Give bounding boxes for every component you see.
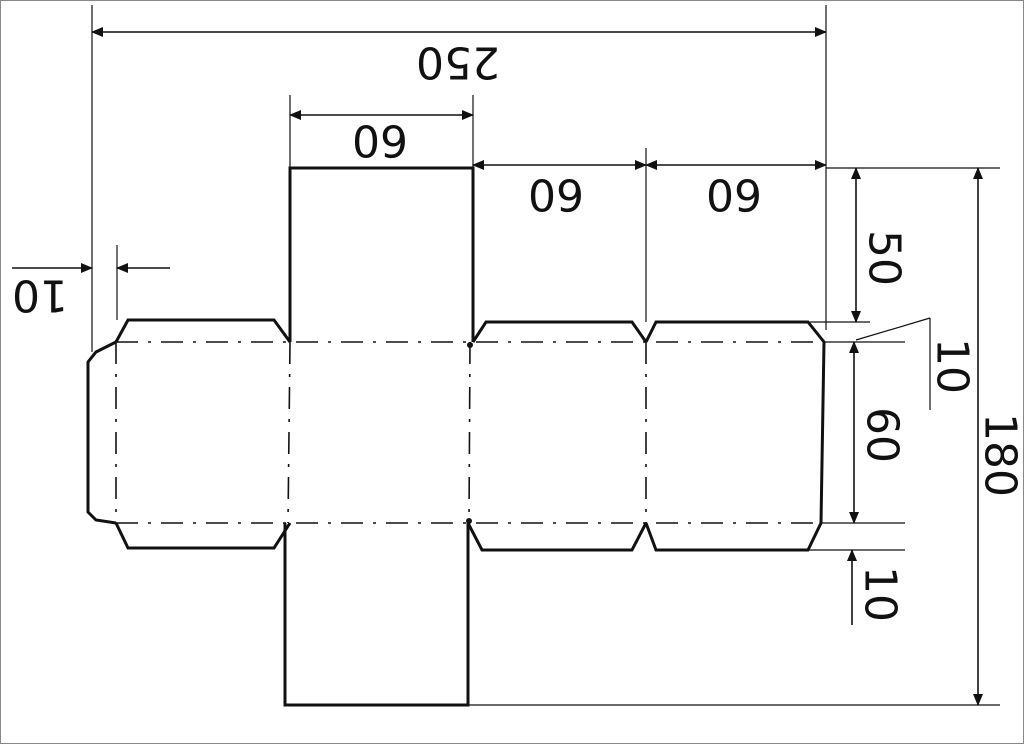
label-top-height: 50	[859, 230, 910, 286]
left-face-outline	[114, 318, 292, 550]
label-face-width-2: 60	[706, 169, 762, 220]
label-total-height: 180	[975, 413, 1024, 497]
dimension-labels: 250 60 60 60 10 50 10 60 10 180	[12, 37, 1024, 623]
label-tab-width: 10	[12, 270, 68, 321]
glue-tab	[86, 340, 117, 525]
bottom-face-outline	[283, 523, 470, 707]
right-face-2-outline	[644, 320, 826, 552]
label-total-width: 250	[416, 37, 500, 88]
label-flap-height: 10	[927, 338, 978, 394]
label-face-height: 60	[857, 407, 908, 463]
fold-line-1	[287, 341, 291, 524]
fold-lines	[115, 341, 824, 524]
label-face-width-1: 60	[528, 169, 584, 220]
net-outline	[86, 166, 826, 707]
label-top-face-width: 60	[352, 115, 408, 166]
dimension-lines	[12, 27, 983, 706]
top-face-outline	[288, 166, 475, 342]
right-face-1-outline	[466, 320, 648, 552]
fold-line-2	[468, 341, 471, 524]
label-bottom-flap-height: 10	[855, 566, 906, 622]
